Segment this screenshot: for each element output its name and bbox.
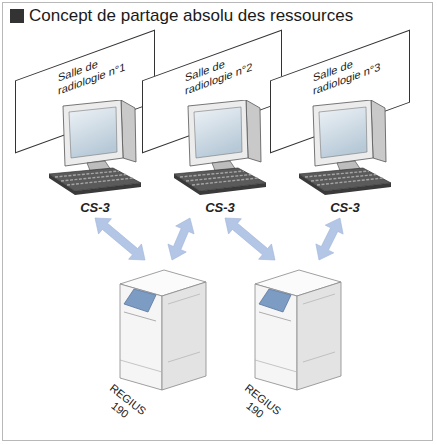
title-text: Concept de partage absolu des ressources: [29, 5, 353, 27]
double-arrow: [225, 218, 275, 260]
workstation-label: CS-3: [45, 200, 145, 216]
workstation-label: CS-3: [295, 200, 395, 216]
double-arrow: [95, 218, 145, 260]
reader-label: REGIUS 190: [96, 379, 153, 431]
title-box: Concept de partage absolu des ressources: [29, 5, 353, 27]
computer-icon: [170, 100, 270, 200]
room-label: Salle de radiologie n°1: [58, 41, 144, 98]
double-arrow: [316, 218, 343, 260]
workstation: CS-3: [295, 100, 395, 216]
reader-label: REGIUS 190: [231, 379, 288, 431]
reader-icon: [112, 262, 212, 392]
reader-unit: REGIUS 190: [112, 262, 212, 417]
reader-icon: [247, 262, 347, 392]
title-bullet: [10, 9, 24, 23]
computer-icon: [45, 100, 145, 200]
computer-icon: [295, 100, 395, 200]
workstation: CS-3: [170, 100, 270, 216]
workstation: CS-3: [45, 100, 145, 216]
room-label: Salle de radiologie n°3: [313, 41, 399, 98]
double-arrow: [168, 218, 194, 260]
reader-unit: REGIUS 190: [247, 262, 347, 417]
workstation-label: CS-3: [170, 200, 270, 216]
room-label: Salle de radiologie n°2: [185, 41, 271, 98]
